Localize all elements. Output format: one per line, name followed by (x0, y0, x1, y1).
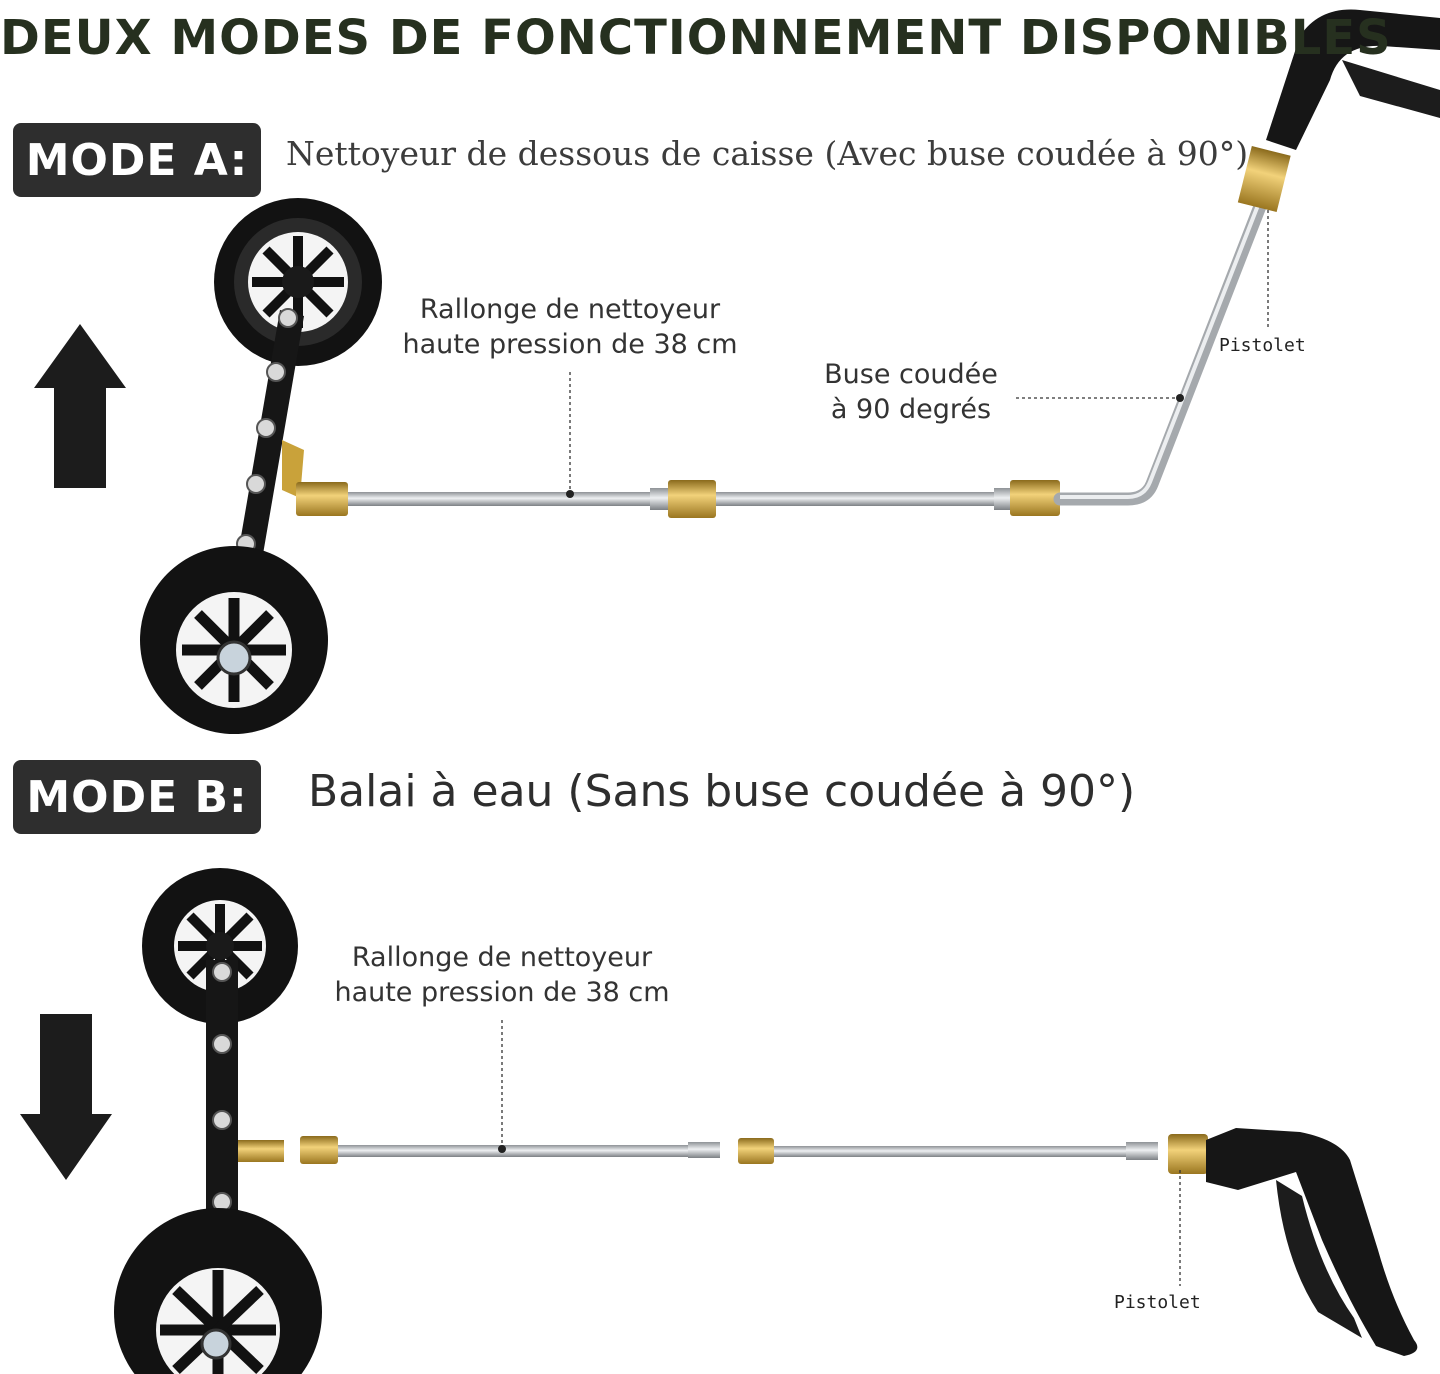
mode-b-description: Balai à eau (Sans buse coudée à 90°) (308, 766, 1136, 817)
spray-gun-b (1168, 1128, 1418, 1356)
mode-a-elbow-label-line2: à 90 degrés (830, 394, 992, 425)
lance-b2 (738, 1138, 1158, 1164)
frame-bar-a (236, 308, 304, 560)
wheel-top-b (142, 868, 298, 1024)
lance-a (296, 189, 1271, 518)
lance-b1 (300, 1136, 720, 1164)
spray-gun-a (1237, 9, 1440, 213)
wheel-bottom-b (114, 1208, 322, 1374)
mode-a-extension-label-line1: Rallonge de nettoyeur (419, 294, 721, 325)
mode-a-extension-label-line2: haute pression de 38 cm (402, 329, 738, 360)
page-title: DEUX MODES DE FONCTIONNEMENT DISPONIBLES (0, 10, 1392, 66)
arrow-up-icon (34, 324, 126, 488)
mode-a-extension-label: Rallonge de nettoyeur haute pression de … (390, 292, 750, 362)
mode-b-gun-label: Pistolet (1114, 1292, 1201, 1313)
mode-b-extension-label: Rallonge de nettoyeur haute pression de … (322, 940, 682, 1010)
mode-b-extension-label-line2: haute pression de 38 cm (334, 977, 670, 1008)
mode-a-badge: MODE A: (13, 123, 261, 197)
wheel-top-a (214, 198, 382, 366)
mode-a-elbow-label-line1: Buse coudée (824, 359, 998, 390)
callout-lines-b (501, 1020, 1181, 1286)
mode-b-extension-label-line1: Rallonge de nettoyeur (351, 942, 653, 973)
mode-b-badge: MODE B: (13, 760, 261, 834)
arrow-down-icon (20, 1014, 112, 1180)
mode-a-elbow-label: Buse coudée à 90 degrés (806, 357, 1016, 427)
mode-a-gun-label: Pistolet (1219, 335, 1306, 356)
callout-lines-a (569, 210, 1269, 492)
mode-a-description: Nettoyeur de dessous de caisse (Avec bus… (286, 134, 1249, 173)
wheel-bottom-a (140, 546, 328, 734)
